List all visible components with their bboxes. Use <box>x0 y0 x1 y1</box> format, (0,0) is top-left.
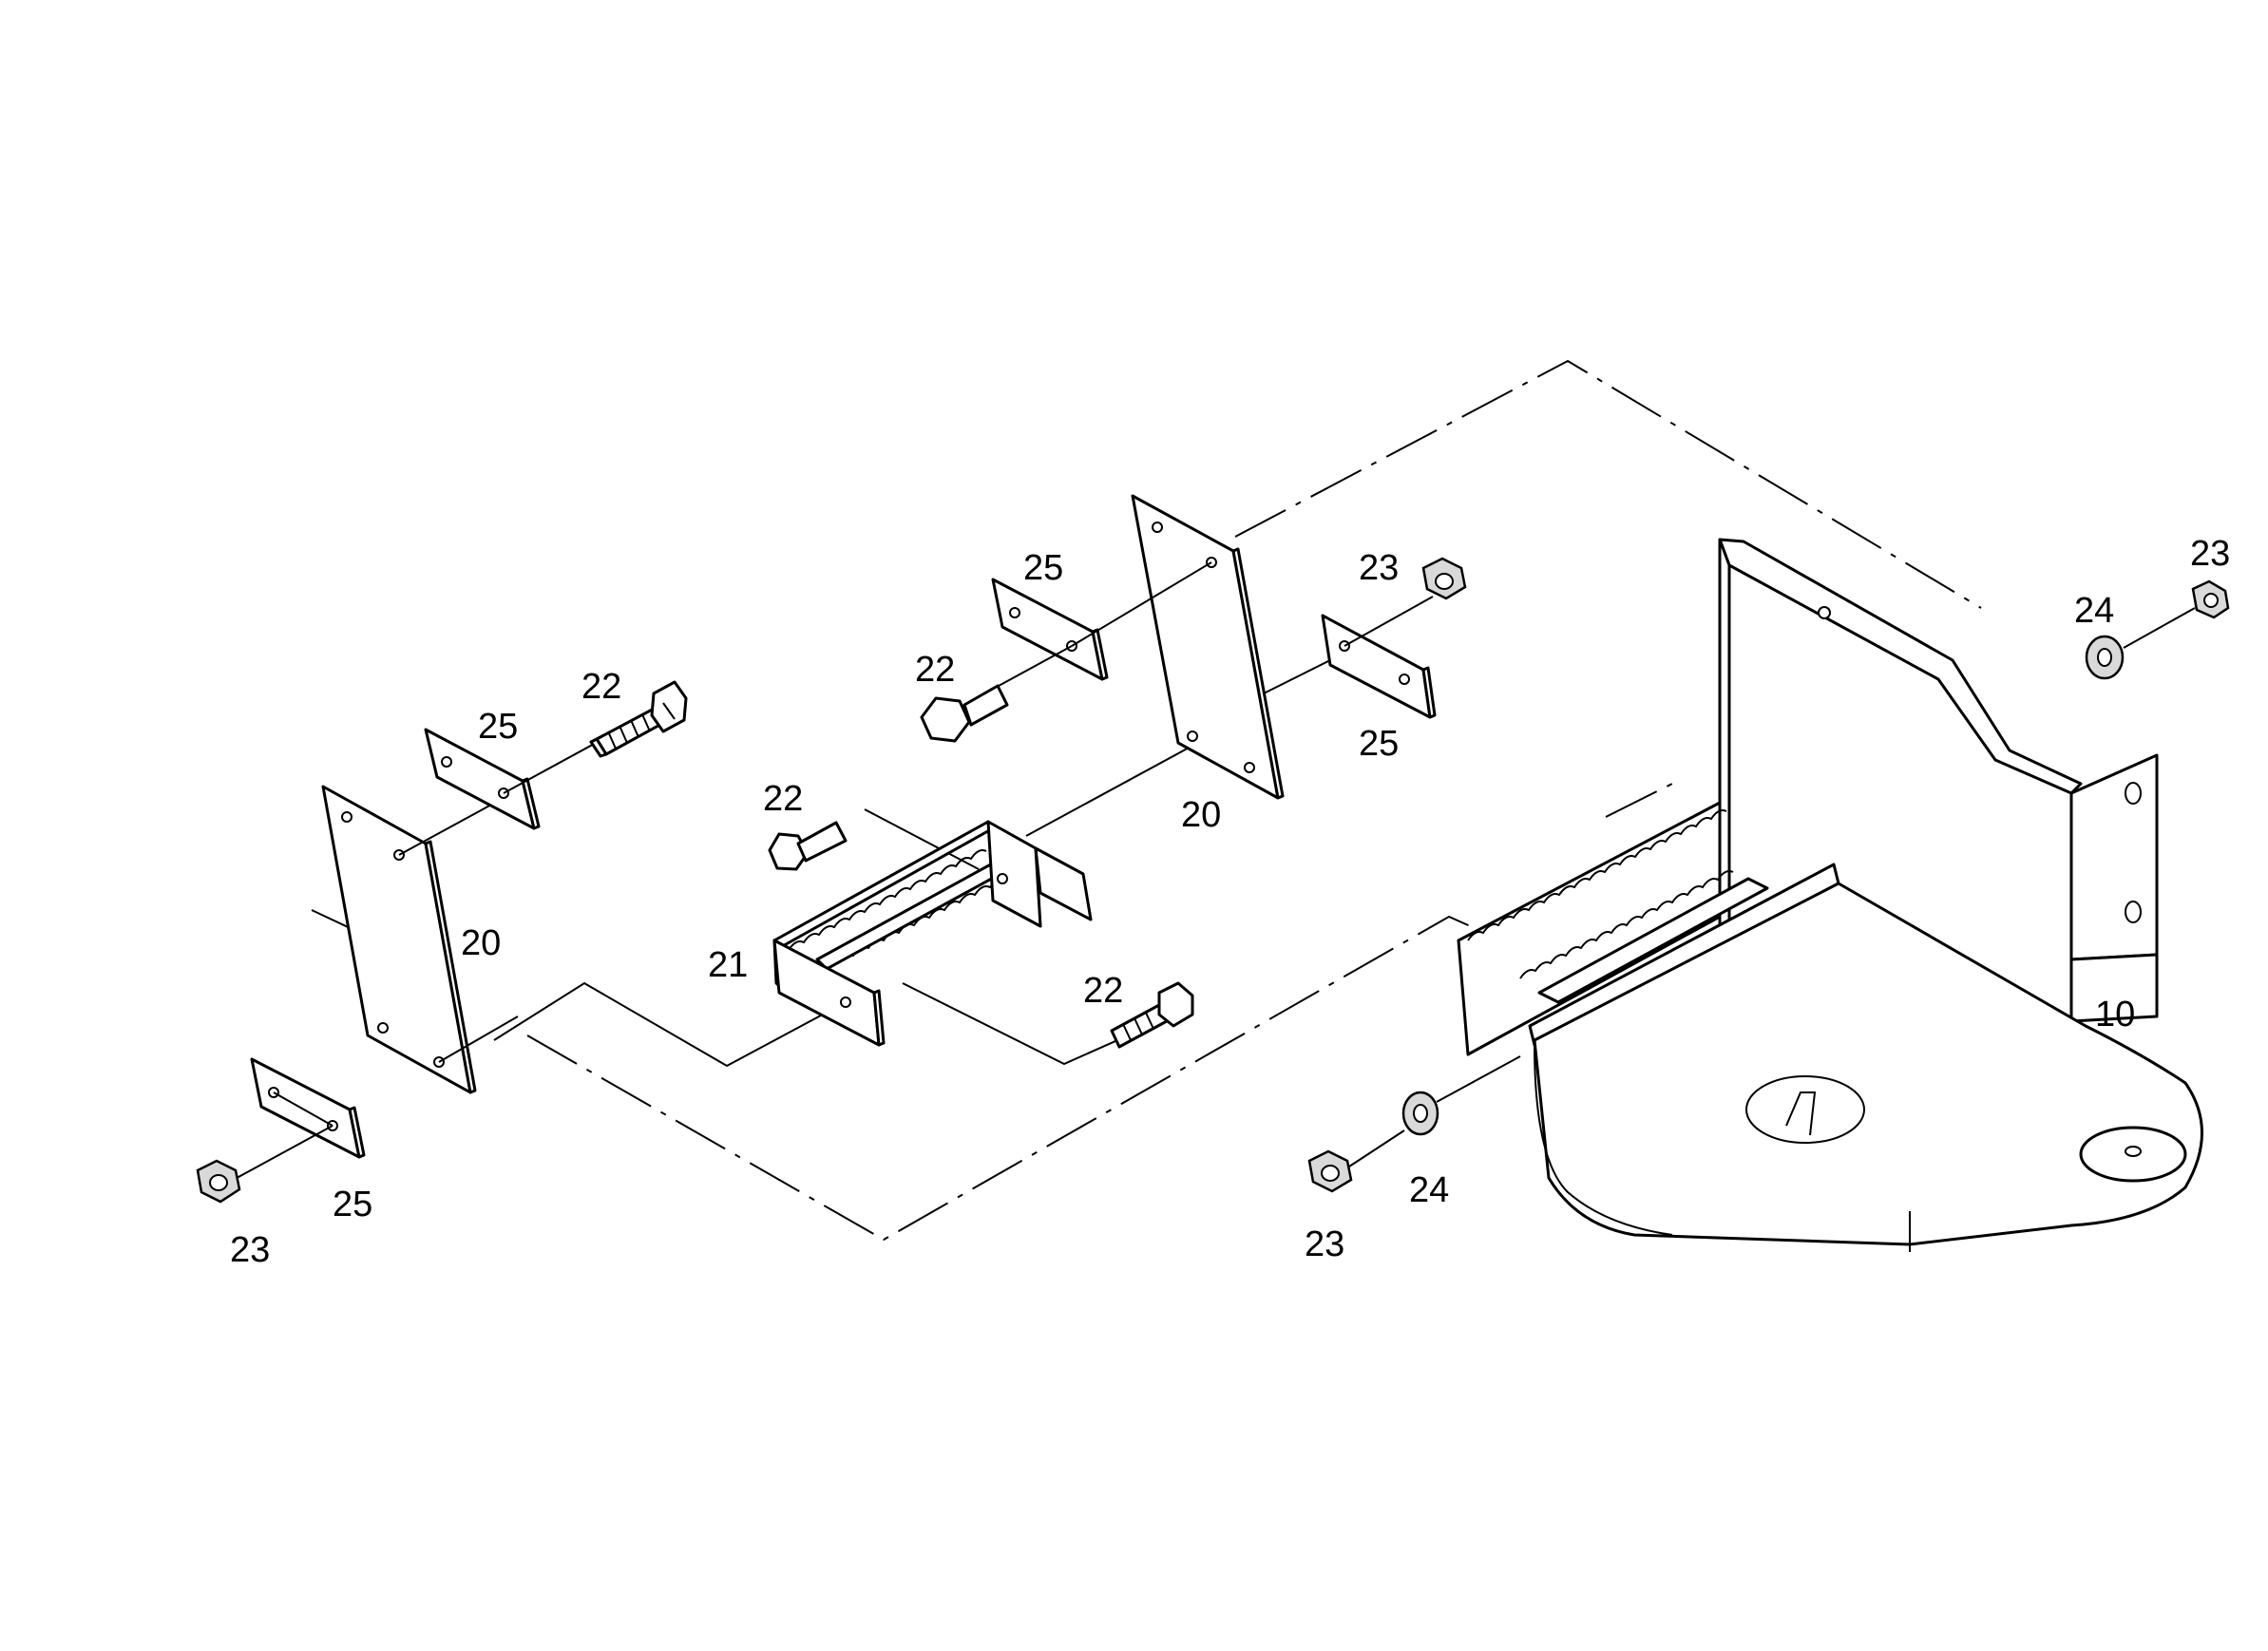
hex-bolt-left <box>589 680 688 758</box>
callout-21: 21 <box>708 945 748 985</box>
clamp-strip-left-lower <box>227 1057 366 1184</box>
hex-nut-upper-middle <box>1421 557 1467 600</box>
callout-22: 22 <box>1083 971 1123 1011</box>
callout-22: 22 <box>763 779 803 819</box>
callout-23: 23 <box>1359 548 1399 588</box>
clamp-strip-left-upper <box>424 728 609 830</box>
hex-bolt-step-lower <box>1110 981 1194 1049</box>
step-tread <box>772 820 1093 1047</box>
callout-23: 23 <box>230 1230 270 1270</box>
callout-24: 24 <box>1409 1170 1449 1210</box>
part-callouts: 22 25 20 25 23 25 22 22 21 22 20 23 25 2… <box>230 534 2230 1270</box>
flat-washer-upper-right <box>2085 607 2196 680</box>
hex-nut-left <box>196 1159 241 1204</box>
mounting-plate-left <box>321 785 519 1094</box>
clamp-strip-right-lower <box>1321 596 1437 719</box>
hex-nut-upper-right <box>2191 579 2230 619</box>
callout-10: 10 <box>2095 995 2135 1034</box>
clamp-strip-right-upper <box>987 561 1212 693</box>
mounting-plate-right <box>1131 494 1341 800</box>
main-frame <box>1457 538 2203 1252</box>
callout-23: 23 <box>2190 534 2230 574</box>
callout-25: 25 <box>1023 548 1063 588</box>
callout-23: 23 <box>1305 1224 1344 1264</box>
callout-24: 24 <box>2074 591 2114 631</box>
flat-washer-lower-middle <box>1401 1055 1521 1136</box>
hex-bolt-right <box>920 684 1009 743</box>
hex-bolt-step-upper <box>768 821 848 871</box>
assembly-lines <box>311 359 1982 1242</box>
callout-20: 20 <box>461 923 501 963</box>
callout-25: 25 <box>333 1185 372 1224</box>
hex-nut-lower-middle <box>1307 1129 1405 1193</box>
callout-22: 22 <box>915 650 955 690</box>
callout-20: 20 <box>1181 795 1221 835</box>
callout-25: 25 <box>478 707 518 747</box>
callout-25: 25 <box>1359 724 1399 764</box>
callout-22: 22 <box>581 667 621 707</box>
